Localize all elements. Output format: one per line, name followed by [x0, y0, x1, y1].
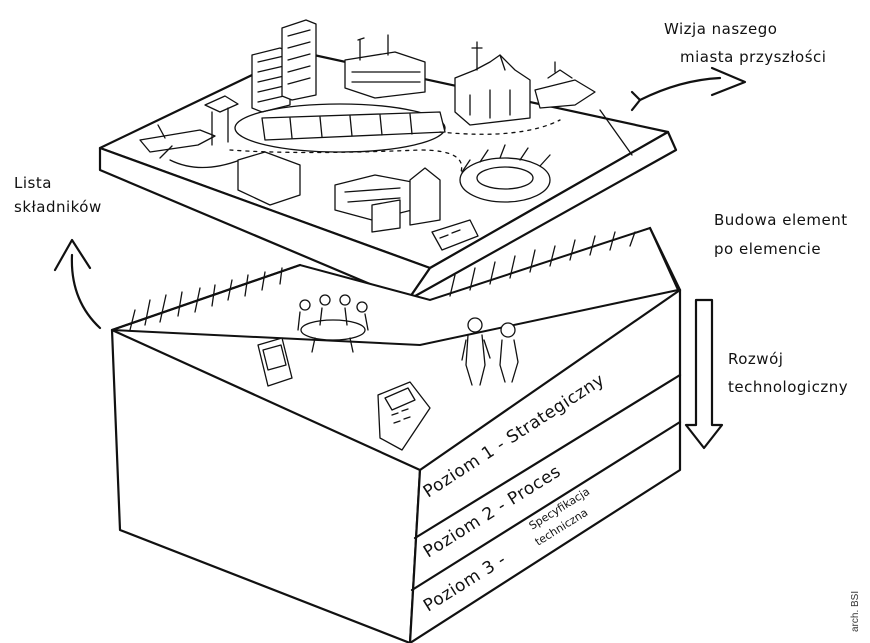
- phone-icon: [258, 338, 292, 386]
- vision-arrow: [632, 68, 745, 110]
- build-label-line2: po elemencie: [714, 240, 821, 258]
- tech-label-line2: technologiczny: [728, 378, 848, 396]
- ingredients-label-line1: Lista: [14, 174, 52, 192]
- antenna-building: [345, 35, 425, 98]
- vision-label-line1: Wizja naszego: [664, 20, 778, 38]
- image-credit: arch. BSI: [850, 591, 861, 632]
- tech-label: Rozwój technologiczny: [728, 350, 848, 396]
- ingredients-label-line2: składników: [14, 198, 102, 216]
- vision-label: Wizja naszego miasta przyszłości: [664, 20, 826, 66]
- build-label-line1: Budowa element: [714, 211, 848, 229]
- ingredients-label: Lista składników: [14, 174, 102, 216]
- build-label: Budowa element po elemencie: [714, 211, 848, 258]
- vision-label-line2: miasta przyszłości: [680, 48, 826, 66]
- church: [455, 42, 530, 125]
- tech-label-line1: Rozwój: [728, 350, 783, 368]
- ingredients-arrow: [55, 240, 100, 328]
- tech-development-arrow: [686, 300, 722, 448]
- terminal-icon: [378, 382, 430, 450]
